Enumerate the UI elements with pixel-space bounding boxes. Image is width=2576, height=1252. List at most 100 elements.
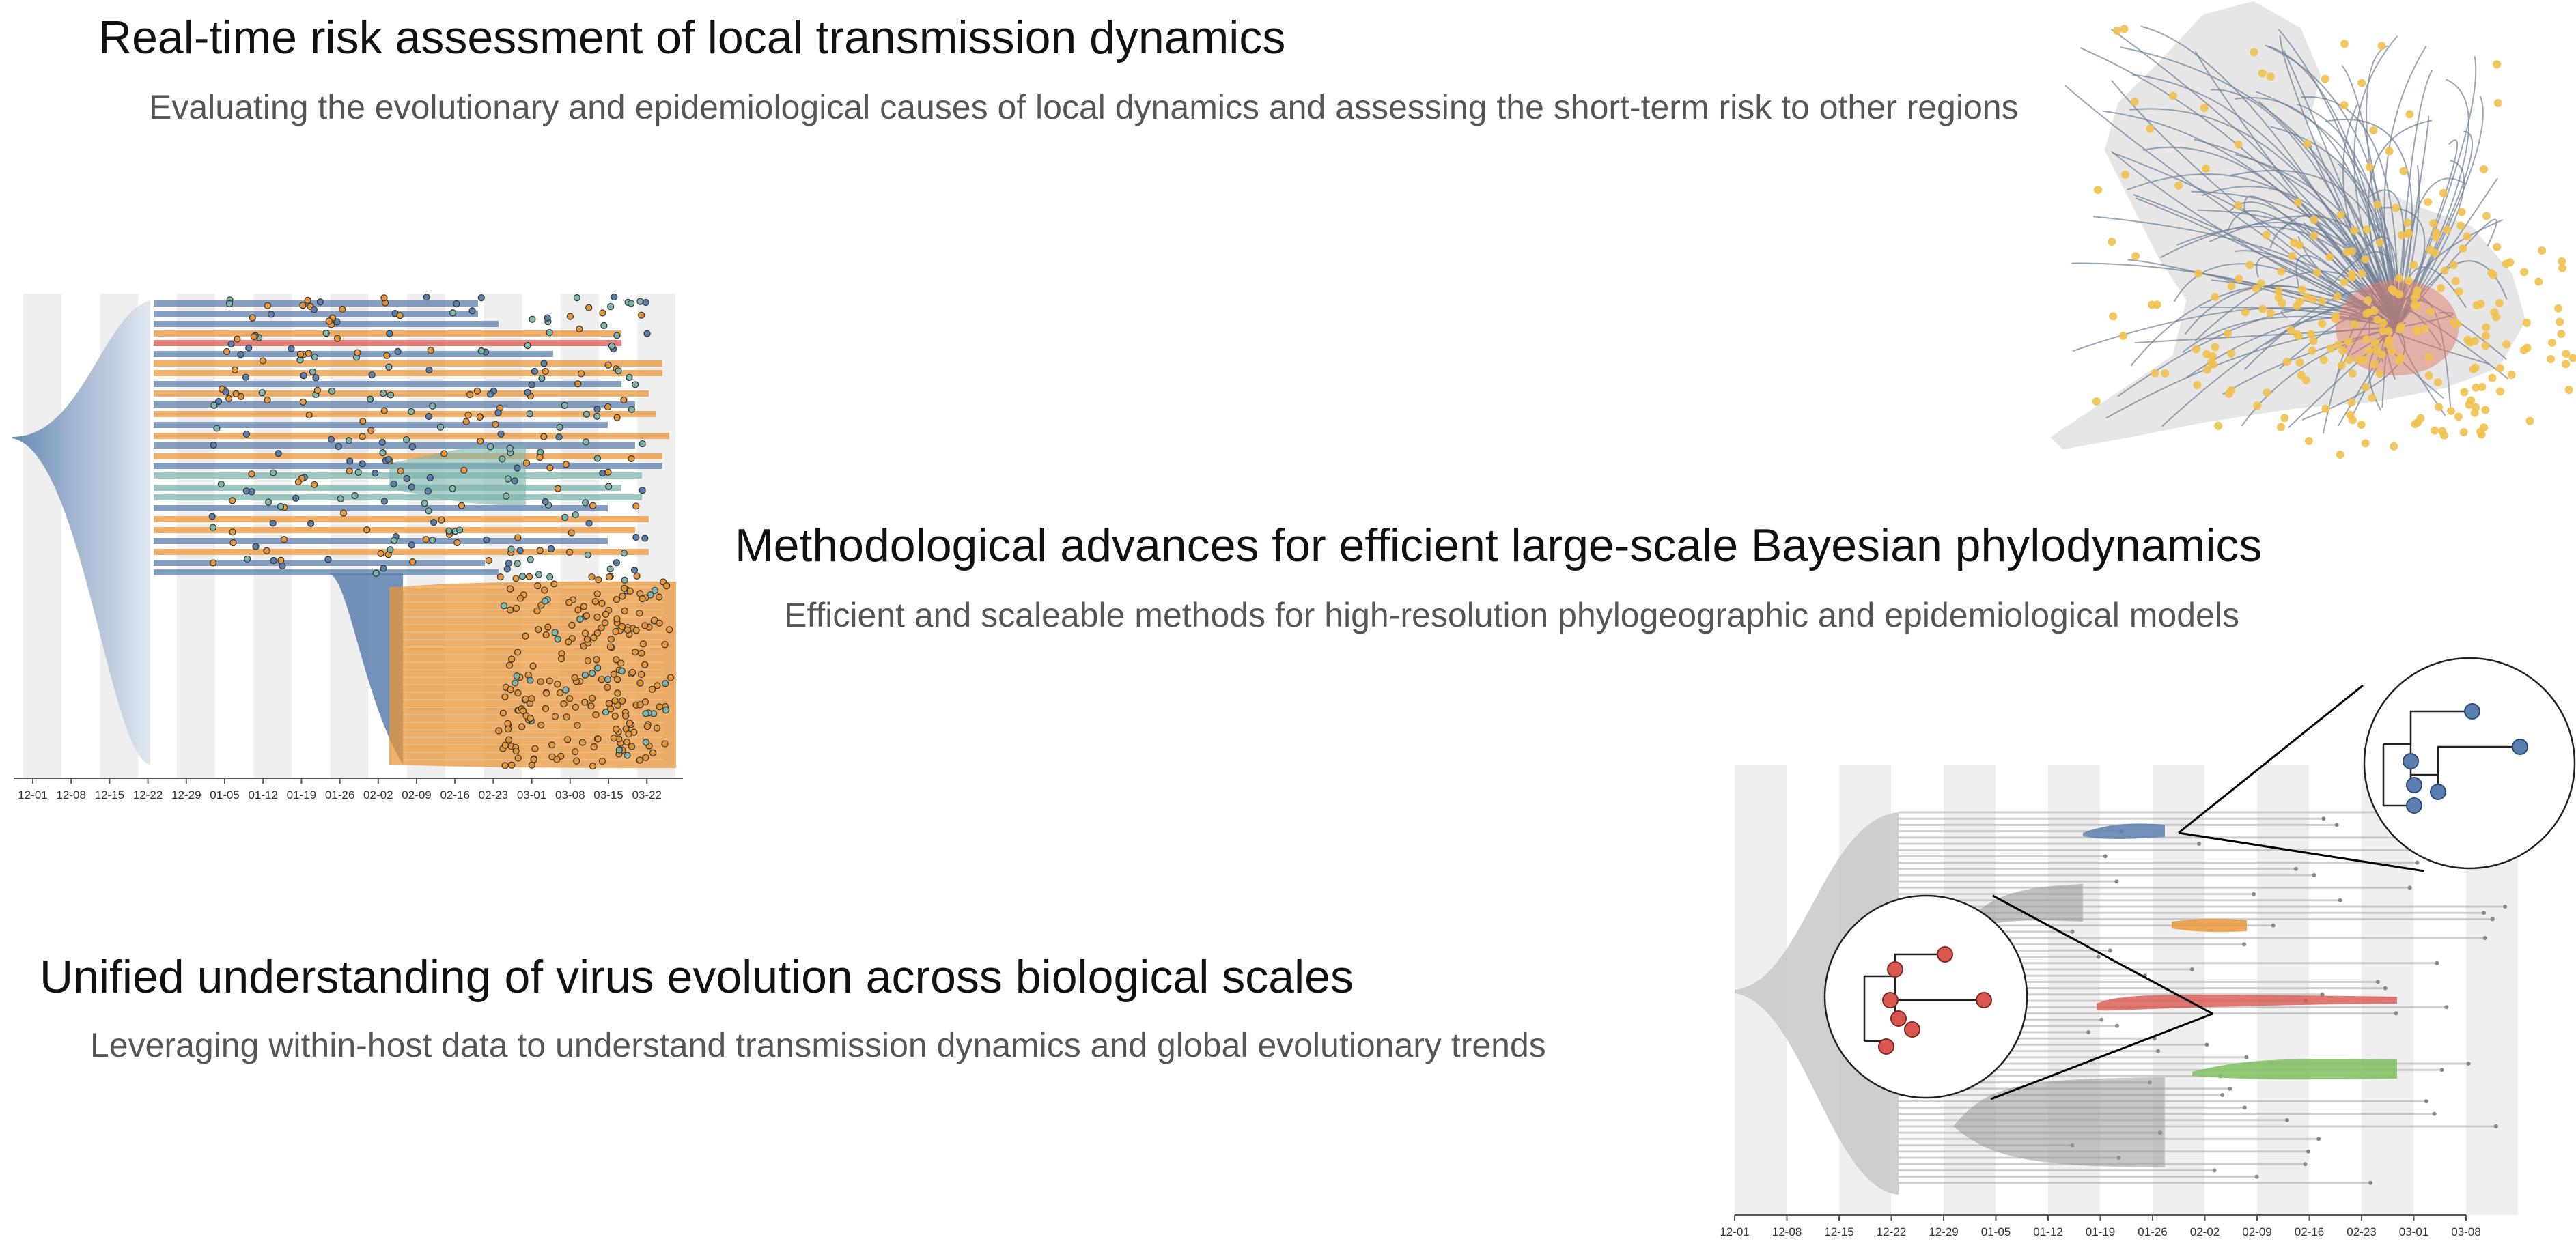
tip-point <box>385 363 393 371</box>
tick-label: 01-26 <box>325 788 354 801</box>
tip-point <box>2466 1062 2471 1066</box>
tip-point <box>638 311 645 319</box>
tip-point <box>2284 1118 2289 1122</box>
tip-point <box>2481 911 2486 915</box>
location-point <box>2429 219 2438 228</box>
tip-point <box>599 309 606 317</box>
tip-point <box>628 300 635 307</box>
transmission-arc <box>2396 130 2474 328</box>
tree-lineages <box>1735 810 2508 1195</box>
tip-point <box>367 427 375 434</box>
location-point <box>2564 386 2573 395</box>
tip-point <box>335 442 342 451</box>
location-point <box>2520 268 2529 276</box>
tip-point <box>524 388 531 397</box>
tip-points <box>208 293 675 770</box>
lineage-band <box>154 549 649 555</box>
tip-point <box>248 470 255 478</box>
tip-point <box>614 689 621 697</box>
tip-point <box>656 593 663 601</box>
tip-point <box>422 535 430 543</box>
tip-point <box>346 467 353 475</box>
lineage-band <box>154 516 649 522</box>
location-point <box>2108 238 2116 246</box>
tip-point <box>593 613 601 621</box>
tip-point <box>630 567 639 574</box>
tip-point <box>500 602 508 610</box>
location-point <box>2211 343 2220 352</box>
location-point <box>2426 307 2435 316</box>
tip-point <box>225 300 234 307</box>
tip-point <box>649 749 657 756</box>
location-point <box>2355 355 2364 364</box>
tip-point <box>639 440 646 448</box>
tip-point <box>304 296 311 304</box>
tip-point <box>383 352 391 360</box>
tick-label: 01-05 <box>210 788 239 801</box>
location-point <box>2370 307 2379 315</box>
location-point <box>2357 421 2366 429</box>
tip-point <box>2204 1042 2209 1047</box>
tip-point <box>643 330 651 337</box>
location-point <box>2395 290 2404 299</box>
tip-point <box>307 520 315 527</box>
inset-tip <box>1904 1021 1920 1038</box>
location-point <box>2490 308 2499 317</box>
tip-point <box>264 302 271 309</box>
location-point <box>2113 26 2122 35</box>
location-point <box>2439 431 2448 440</box>
tip-point <box>636 756 643 764</box>
lineage-band <box>154 538 608 544</box>
transmission-arc <box>2194 51 2398 328</box>
tip-point <box>618 623 626 630</box>
tip-point <box>651 586 659 594</box>
tip-point <box>234 335 241 343</box>
tip-point <box>602 610 610 618</box>
lineage-band <box>154 433 669 439</box>
location-point <box>2338 346 2347 355</box>
tip-point <box>534 582 542 590</box>
location-point <box>2147 300 2156 309</box>
tip-point <box>663 582 671 590</box>
tip-point <box>354 468 362 476</box>
tip-point <box>528 761 535 769</box>
tip-point <box>588 573 596 581</box>
location-point <box>2502 259 2510 268</box>
tip-point <box>620 396 628 403</box>
tip-point <box>590 743 598 751</box>
tip-point <box>325 317 333 325</box>
location-point <box>2263 388 2271 397</box>
tip-point <box>387 391 395 399</box>
tip-point <box>604 403 612 411</box>
tick-label: 02-02 <box>2190 1225 2220 1238</box>
tip-point <box>661 740 669 748</box>
location-point <box>2493 242 2502 251</box>
tip-point <box>621 576 628 584</box>
tip-point <box>483 536 490 543</box>
tip-point <box>327 436 335 443</box>
transmission-arc <box>2341 64 2398 328</box>
tip-point <box>507 686 514 694</box>
location-point <box>2392 203 2400 212</box>
tip-point <box>613 596 621 603</box>
tip-point <box>536 453 544 461</box>
tip-point <box>496 573 504 581</box>
tip-point <box>542 367 549 375</box>
location-point <box>2214 421 2223 430</box>
tip-point <box>363 526 371 534</box>
lineage-band <box>154 442 635 449</box>
tip-point <box>614 676 621 683</box>
tip-point <box>316 298 324 306</box>
location-point <box>2399 167 2408 175</box>
location-point <box>2295 358 2304 367</box>
tip-point <box>514 754 522 762</box>
location-point <box>2277 423 2286 431</box>
zoom-insets <box>1823 657 2576 1100</box>
inset-tip <box>1937 946 1953 963</box>
tip-point <box>280 536 288 543</box>
location-point <box>2534 277 2543 286</box>
location-point <box>2245 261 2254 270</box>
tip-point <box>585 304 593 311</box>
tip-point <box>617 659 625 667</box>
